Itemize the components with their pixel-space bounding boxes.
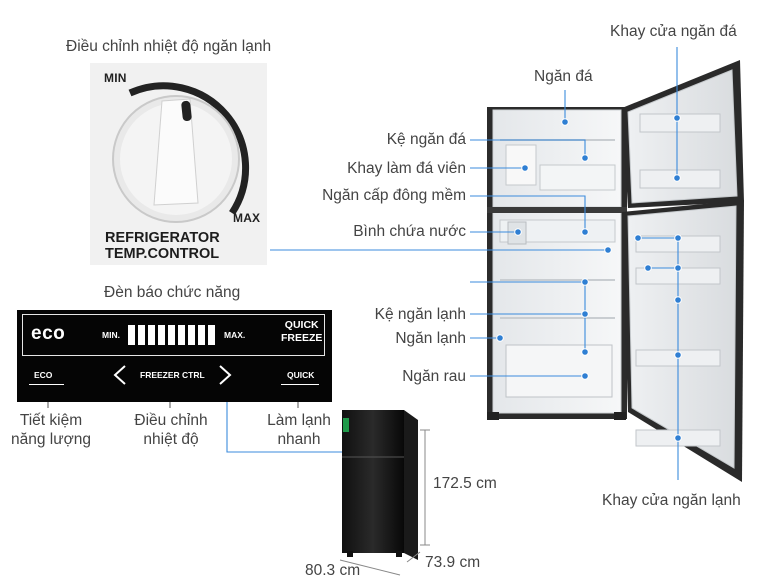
dimension-depth: 73.9 cm [425, 554, 481, 571]
label-soft-freeze: Ngăn cấp đông mềm [322, 187, 466, 204]
dial-title: Điều chỉnh nhiệt độ ngăn lạnh [66, 38, 272, 55]
temp-description: Điều chỉnh nhiệt độ [124, 411, 218, 449]
indicator-bar: eco MIN. MAX. QUICK FREEZE [22, 314, 325, 356]
quick-button-underline [281, 384, 319, 385]
dial-caption: REFRIGERATOR TEMP.CONTROL [105, 230, 220, 262]
level-bar [198, 325, 205, 345]
level-bar [168, 325, 175, 345]
chevron-left-icon[interactable] [111, 364, 129, 386]
freezer-ctrl-label: FREEZER CTRL [140, 370, 205, 380]
level-bar [148, 325, 155, 345]
dial-caption-line1: REFRIGERATOR [105, 230, 220, 246]
label-crisper: Ngăn rau [402, 368, 466, 385]
level-min-label: MIN. [102, 330, 120, 340]
level-max-label: MAX. [224, 330, 246, 340]
quick-freeze-line1: QUICK [284, 319, 319, 331]
quick-freeze-indicator: QUICK FREEZE [281, 319, 322, 345]
fridge-body [487, 107, 627, 420]
leader-lines [226, 47, 679, 480]
eco-button-underline [29, 384, 64, 385]
temperature-dial-panel: MIN MAX [90, 63, 267, 265]
level-bar [128, 325, 135, 345]
chevron-right-icon[interactable] [216, 364, 234, 386]
label-ice-tray: Khay làm đá viên [347, 160, 466, 177]
label-fridge-shelf: Kệ ngăn lạnh [374, 306, 466, 323]
control-panel: eco MIN. MAX. QUICK FREEZE ECO FREEZER C… [17, 310, 332, 402]
leader-dots [496, 114, 682, 442]
temperature-dial[interactable] [90, 63, 267, 265]
quick-description-line2: nhanh [277, 431, 321, 448]
label-fridge: Ngăn lạnh [395, 330, 466, 347]
quick-freeze-line2: FREEZE [281, 332, 323, 344]
quick-button[interactable]: QUICK [287, 370, 315, 380]
eco-description: Tiết kiệm năng lượng [4, 411, 98, 449]
eco-description-line2: năng lượng [10, 431, 91, 448]
dimension-lines [339, 429, 430, 576]
temp-description-line1: Điều chỉnh [134, 412, 208, 429]
level-bars [128, 325, 215, 345]
temp-description-line2: nhiệt độ [143, 431, 199, 448]
eco-indicator: eco [31, 323, 66, 344]
level-bar [188, 325, 195, 345]
label-fridge-door-tray: Khay cửa ngăn lạnh [602, 492, 741, 509]
dimension-width: 80.3 cm [305, 562, 361, 579]
mini-fridge [342, 410, 418, 560]
dial-caption-line2: TEMP.CONTROL [105, 246, 220, 262]
quick-description-line1: Làm lạnh [267, 412, 331, 429]
level-bar [178, 325, 185, 345]
dial-max-label: MAX [233, 211, 261, 225]
level-bar [138, 325, 145, 345]
label-freezer-door-tray: Khay cửa ngăn đá [610, 23, 737, 40]
eco-description-line1: Tiết kiệm [19, 412, 83, 429]
quick-description: Làm lạnh nhanh [252, 411, 346, 449]
level-bar [158, 325, 165, 345]
dimension-height: 172.5 cm [433, 475, 497, 492]
eco-button[interactable]: ECO [34, 370, 53, 380]
label-freezer: Ngăn đá [534, 68, 593, 85]
dial-min-label: MIN [104, 71, 127, 85]
fridge-doors [622, 60, 744, 482]
label-freezer-shelf: Kệ ngăn đá [386, 131, 466, 148]
label-water-tank: Bình chứa nước [353, 223, 466, 240]
panel-title: Đèn báo chức năng [104, 284, 241, 301]
level-bar [208, 325, 215, 345]
